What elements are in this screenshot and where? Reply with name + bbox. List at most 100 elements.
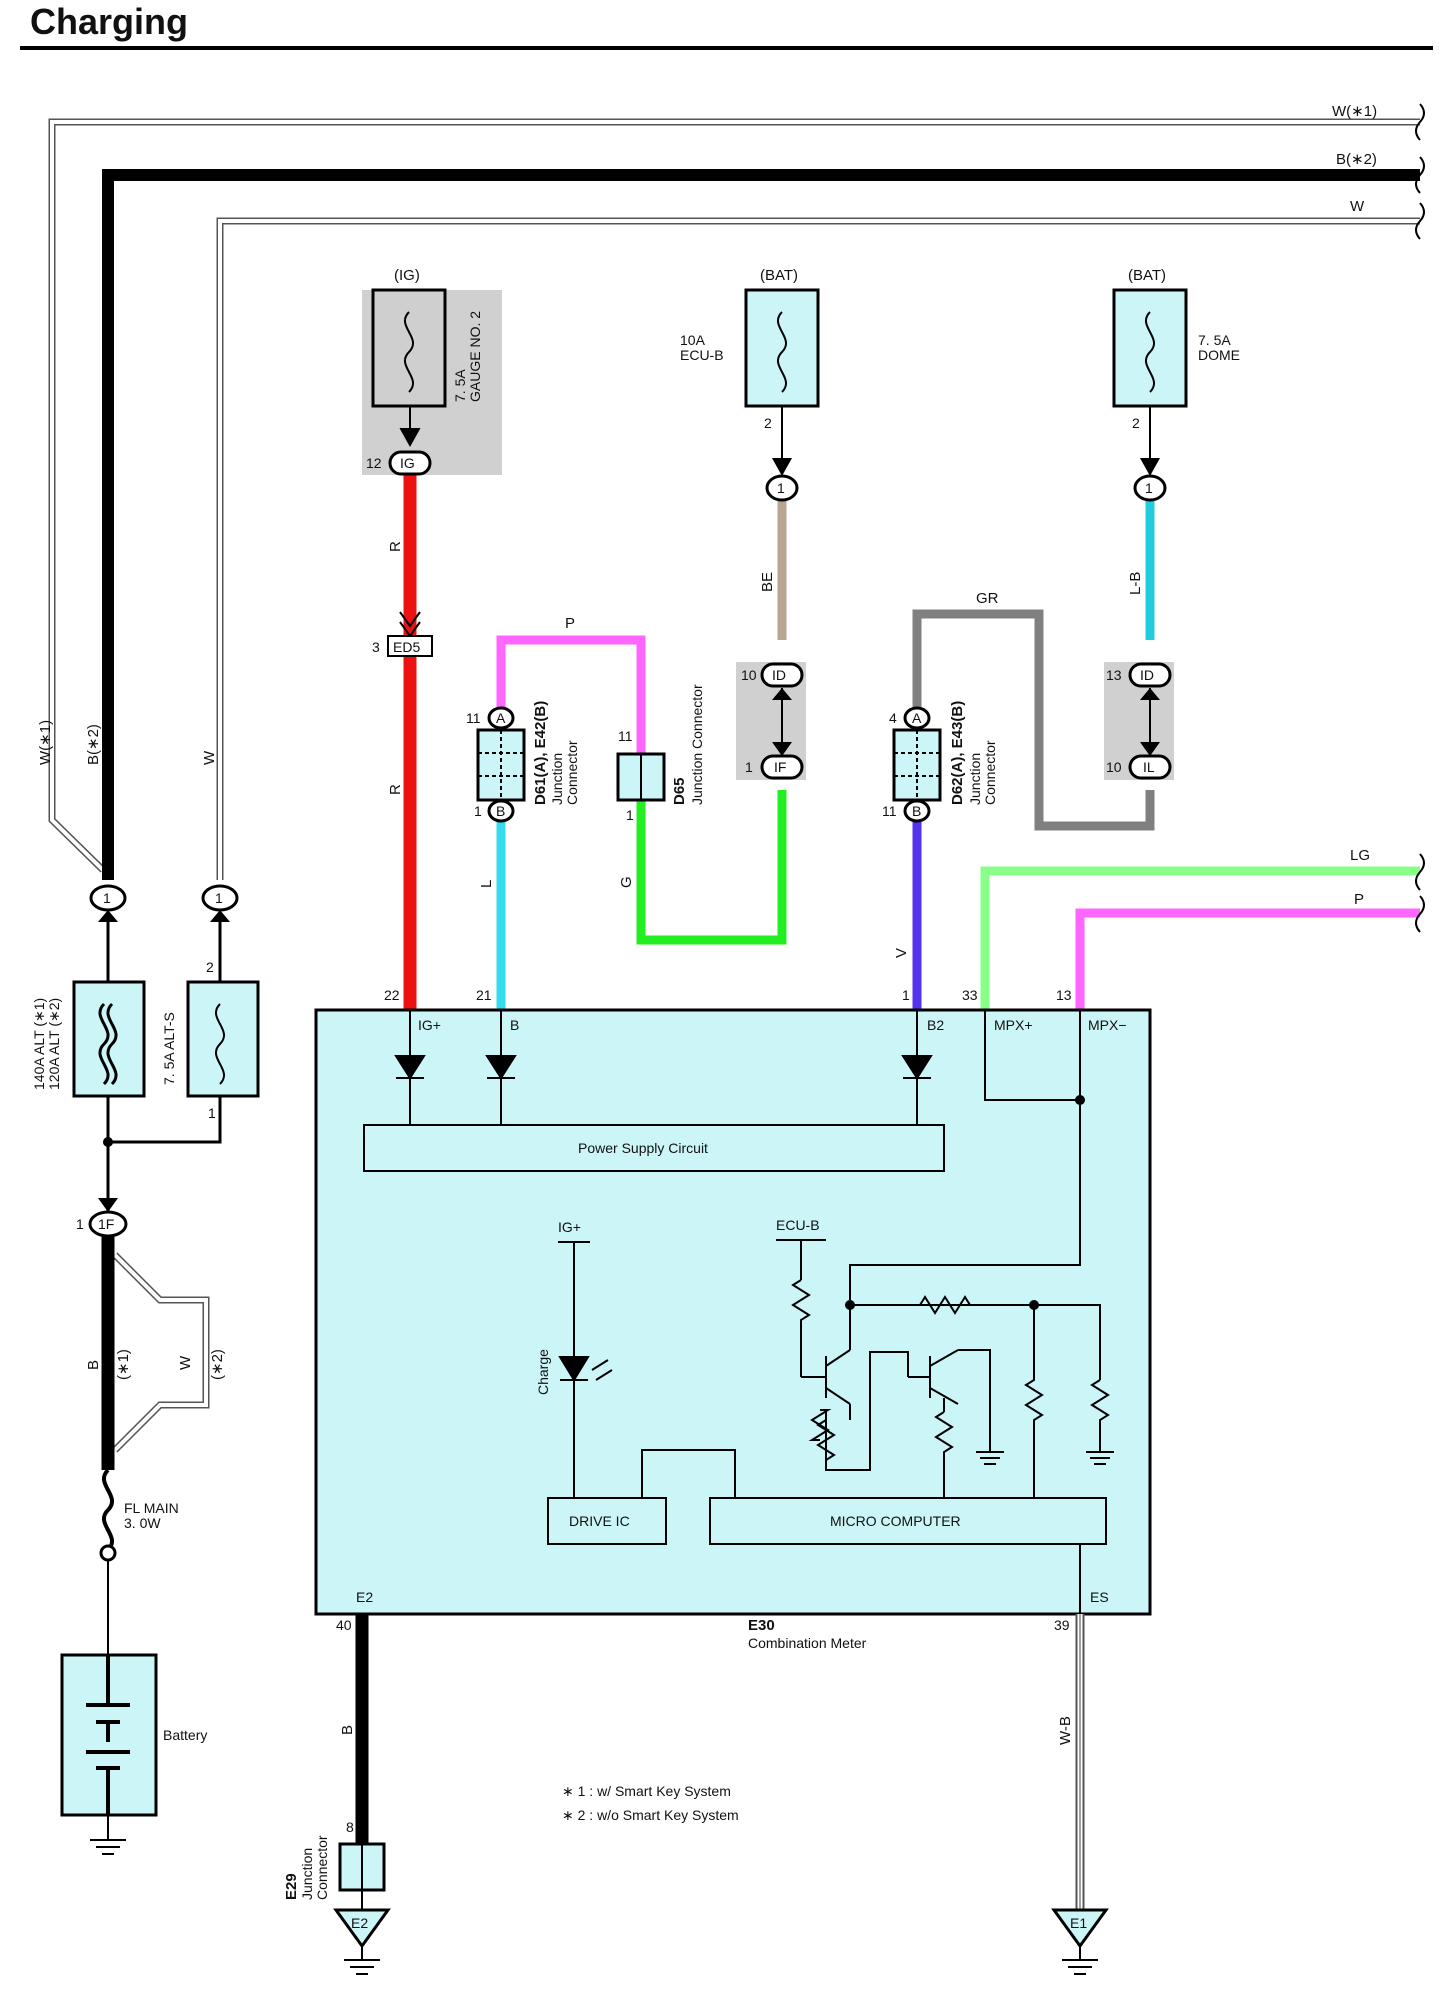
label-g: G: [618, 876, 635, 888]
label-b-e2: B: [339, 1725, 356, 1735]
label-wb: W-B: [1057, 1716, 1074, 1745]
pin-1: 1: [208, 1105, 216, 1121]
ecu-b-inner: ECU-B: [776, 1217, 820, 1233]
ground-icon: [1086, 1379, 1114, 1465]
connector-b: [487, 799, 515, 823]
power-supply-circuit: [363, 1124, 945, 1172]
resistor-icon: [791, 1279, 811, 1340]
term-ig-plus: IG+: [418, 1017, 441, 1033]
label-star1: (∗1): [115, 1349, 132, 1380]
pin-2: 2: [764, 415, 772, 431]
term-e2: E2: [356, 1589, 373, 1605]
arrow-icons: [772, 688, 792, 756]
wire-p-right: [1075, 908, 1420, 1010]
break-mark: [1415, 895, 1425, 933]
battery-icon: [86, 1655, 130, 1815]
fuse-icon: [214, 1003, 226, 1085]
fuse-gauge-box: [371, 288, 447, 408]
page-title: Charging: [30, 1, 188, 42]
junction-grid: [478, 730, 524, 800]
junction-e29-label: E29: [283, 1873, 300, 1900]
ground-e2-label: E2: [351, 1915, 368, 1931]
junction-d65: 11 1 D65 Junction Connector: [616, 684, 705, 823]
note-1: ∗ 1 : w/ Smart Key System: [562, 1783, 731, 1799]
resistor-icon: [934, 1411, 954, 1498]
wire-lg: [980, 866, 1420, 1010]
ground-e1-label: E1: [1070, 1915, 1087, 1931]
pin-21: 21: [476, 987, 492, 1003]
label-b-left: B: [85, 1360, 102, 1370]
label-lb: L-B: [1127, 572, 1144, 595]
connector-id-label: ID: [772, 667, 786, 683]
junction-d61-e42: A 11 B 1 D61(A), E42(B) JunctionConnecto…: [466, 701, 580, 823]
connector-if-label: IF: [774, 759, 786, 775]
chevron-down-icon: [98, 1198, 118, 1212]
break-mark: [1415, 202, 1425, 240]
ed5-pin: 3: [372, 639, 380, 655]
connector-a: [487, 706, 515, 730]
term-mpx-minus: MPX−: [1088, 1017, 1127, 1033]
footnotes: ∗ 1 : w/ Smart Key System ∗ 2 : w/o Smar…: [562, 1783, 739, 1823]
connector-il: [1128, 754, 1172, 780]
ground-e1-symbol: [1051, 1908, 1109, 1949]
connector-id: [1128, 662, 1172, 688]
resistor-icon: [1024, 1305, 1044, 1498]
pin-22: 22: [384, 987, 400, 1003]
connector-1: [1133, 474, 1167, 502]
transistor-icon: [800, 1340, 851, 1405]
led-icon: [558, 1356, 590, 1382]
fuse-dome-box: [1112, 288, 1188, 408]
junction-d62-e43: A 4 B 11 D62(A), E43(B) JunctionConnecto…: [882, 701, 998, 823]
ground-e1: 39 W-B E1: [1051, 1614, 1109, 1975]
connector-a: [903, 706, 931, 730]
diode-icon: [394, 1055, 426, 1080]
drive-ic: [547, 1497, 667, 1545]
connector-1-label: 1: [777, 480, 785, 496]
combination-meter: 22 21 1 33 13 IG+ B B2 MPX+ MPX− Power S…: [314, 987, 1152, 1651]
term-b2: B2: [927, 1017, 944, 1033]
ground-icon: [958, 1349, 1004, 1465]
label-bat-1: (BAT): [760, 267, 798, 284]
junction-d62-sub: JunctionConnector: [967, 740, 998, 805]
label-w1: W(∗1): [1332, 103, 1377, 120]
pin-2: 2: [206, 959, 214, 975]
break-mark: [1415, 103, 1425, 141]
fuse-gauge: (IG) 7. 5AGAUGE NO. 2 IG 12: [362, 267, 502, 476]
chevron-down-icon: [1140, 458, 1160, 476]
connector-1f-label: 1F: [98, 1216, 114, 1232]
label-w-vertical: W: [201, 750, 218, 765]
junction-d61-label: D61(A), E42(B): [532, 701, 549, 805]
junction-d62-label: D62(A), E43(B): [949, 701, 966, 805]
connector-a-label: A: [912, 710, 922, 726]
connector-ig: [388, 450, 432, 476]
charge-label: Charge: [535, 1349, 551, 1395]
wire-b2: [102, 169, 1420, 880]
junction-d61-sub: JunctionConnector: [549, 740, 580, 805]
pin-4: 4: [889, 710, 897, 726]
pin-2: 2: [1132, 415, 1140, 431]
pin-33: 33: [962, 987, 978, 1003]
junction-id-if-center: ID 10 IF 1: [736, 662, 806, 780]
splice-dot: [103, 1137, 113, 1147]
chevron-down-icon: [772, 458, 792, 476]
junction-d65-label: D65: [671, 777, 688, 805]
connector-ed5: ED5 3: [372, 611, 433, 657]
pin-1: 1: [474, 803, 482, 819]
meter-name: Combination Meter: [748, 1635, 867, 1651]
pin-10: 10: [741, 667, 757, 683]
junction-id-il-right: ID 13 IL 10: [1104, 662, 1174, 780]
ed5-box: [387, 635, 433, 657]
term-mpx-plus: MPX+: [994, 1017, 1033, 1033]
label-w: W: [1350, 198, 1365, 215]
label-r-upper: R: [387, 541, 404, 552]
connector-id-label: ID: [1140, 667, 1154, 683]
colored-wires: [403, 475, 1425, 1010]
pin-13: 13: [1056, 987, 1072, 1003]
connector-b: [903, 799, 931, 823]
pin-11: 11: [618, 728, 633, 744]
